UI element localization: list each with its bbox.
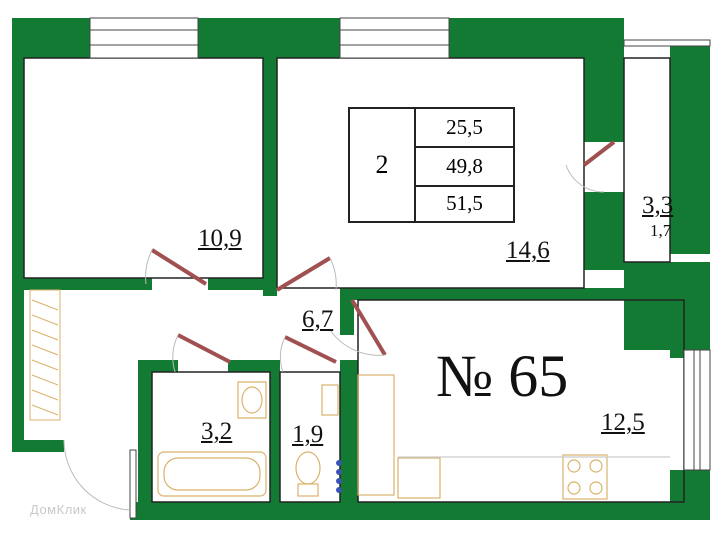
summary-table: 2 25,5 49,8 51,5 — [348, 107, 515, 223]
living-room-area: 14,6 — [506, 237, 550, 264]
windows — [89, 17, 711, 519]
hallway-area: 6,7 — [302, 306, 334, 333]
toilet-area: 1,9 — [292, 421, 324, 448]
wardrobe — [29, 289, 61, 421]
walls — [12, 18, 710, 520]
total-with-balcony: 51,5 — [446, 191, 483, 215]
watermark: ДомКлик — [30, 502, 87, 517]
total-area: 49,8 — [416, 148, 513, 187]
doors — [63, 140, 616, 511]
riser-dots — [336, 460, 342, 493]
rooms-count: 2 — [350, 109, 416, 221]
bedroom-area: 10,9 — [198, 225, 242, 252]
balcony-coef: 1,7 — [650, 221, 672, 240]
bathroom-area: 3,2 — [201, 418, 233, 445]
living-area: 25,5 — [416, 109, 513, 148]
apartment-number: № 65 — [436, 343, 569, 409]
balcony-area: 3,3 — [642, 192, 674, 219]
fixtures — [157, 374, 670, 500]
kitchen-area: 12,5 — [601, 409, 645, 436]
